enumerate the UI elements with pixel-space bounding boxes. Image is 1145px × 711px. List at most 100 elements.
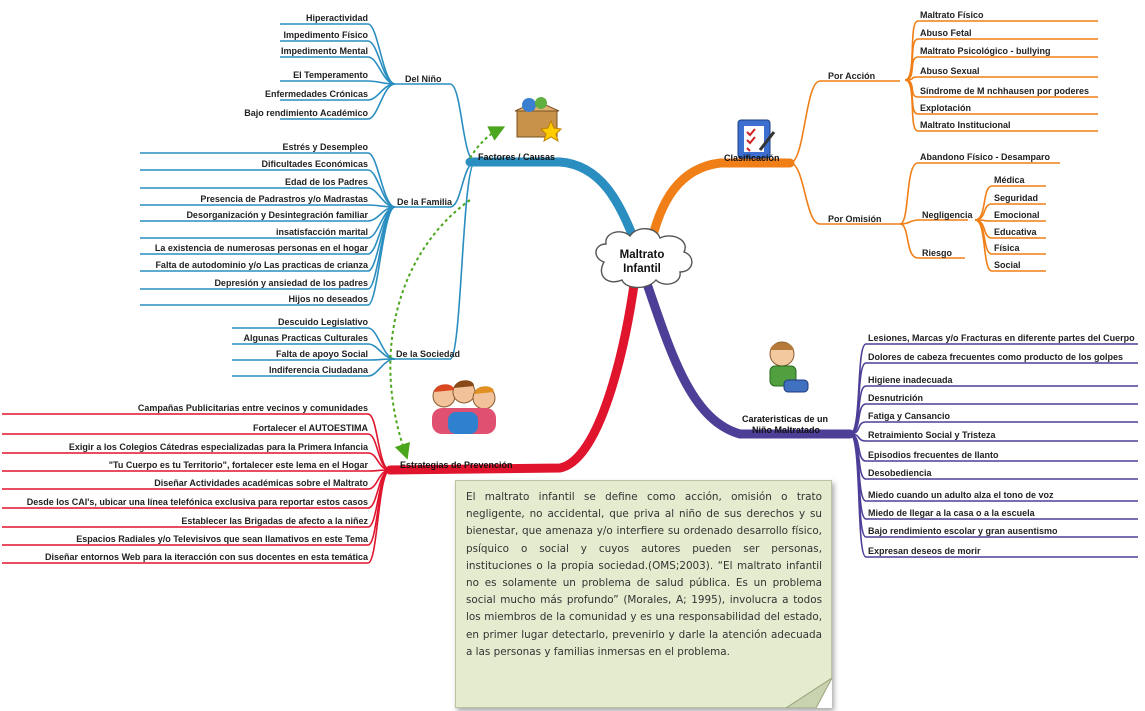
children-group-icon bbox=[432, 380, 496, 434]
leaf-estrategias-2[interactable]: Exigir a los Colegios Cátedras especiali… bbox=[68, 442, 368, 452]
leaf-caracteristicas-6[interactable]: Episodios frecuentes de llanto bbox=[868, 450, 999, 460]
leaf-familia-4[interactable]: Desorganización y Desintegración familia… bbox=[186, 210, 368, 220]
caracteristicas-connectors bbox=[849, 343, 1138, 558]
omision-negligencia-connector bbox=[899, 219, 968, 225]
leaf-del-nino-connector-5 bbox=[280, 83, 396, 120]
leaf-sociedad-connector-3 bbox=[232, 358, 396, 377]
leaf-familia-2[interactable]: Edad de los Padres bbox=[284, 177, 368, 187]
leaf-familia-3[interactable]: Presencia de Padrastros y/o Madrastas bbox=[200, 194, 368, 204]
branch-estrategias-main bbox=[385, 273, 640, 475]
leaf-estrategias-4[interactable]: Diseñar Actividades académicas sobre el … bbox=[154, 478, 368, 488]
sad-child-icon bbox=[769, 341, 809, 393]
leaf-sociedad-2[interactable]: Falta de apoyo Social bbox=[275, 349, 368, 359]
leaf-familia-6[interactable]: La existencia de numerosas personas en e… bbox=[154, 243, 368, 253]
leaf-caracteristicas-2[interactable]: Higiene inadecuada bbox=[868, 375, 953, 385]
leaf-negligencia-5[interactable]: Social bbox=[994, 260, 1021, 270]
leaf-familia-0[interactable]: Estrés y Desempleo bbox=[282, 142, 368, 152]
note-folded-corner bbox=[786, 678, 832, 708]
leaf-del-nino-connector-2 bbox=[280, 56, 396, 85]
leaf-caracteristicas-0[interactable]: Lesiones, Marcas y/o Fracturas en difere… bbox=[868, 333, 1135, 343]
leaf-caracteristicas-3[interactable]: Desnutrición bbox=[868, 393, 924, 403]
category-caracteristicas-line1[interactable]: Carateristicas de un bbox=[742, 414, 829, 424]
checklist-icon bbox=[737, 119, 776, 159]
leaf-negligencia-0[interactable]: Médica bbox=[994, 175, 1025, 185]
causes-connectors bbox=[140, 23, 476, 377]
treasure-box-icon bbox=[514, 97, 563, 143]
category-estrategias[interactable]: Estrategias de Prevención bbox=[400, 460, 513, 470]
leaf-caracteristicas-1[interactable]: Dolores de cabeza frecuentes como produc… bbox=[868, 352, 1124, 362]
leaf-sociedad-3[interactable]: Indiferencia Ciudadana bbox=[268, 365, 368, 375]
leaf-estrategias-7[interactable]: Espacios Radiales y/o Televisivos que se… bbox=[76, 534, 368, 544]
hub-omision-connector bbox=[789, 162, 900, 225]
leaf-caracteristicas-8[interactable]: Miedo cuando un adulto alza el tono de v… bbox=[868, 490, 1054, 500]
leaf-negligencia-2[interactable]: Emocional bbox=[994, 210, 1040, 220]
leaf-familia-1[interactable]: Dificultades Económicas bbox=[261, 159, 368, 169]
leaf-del-nino-5[interactable]: Bajo rendimiento Académico bbox=[244, 108, 368, 118]
subcategory-por-omision[interactable]: Por Omisión bbox=[828, 214, 882, 224]
clasificacion-connectors bbox=[789, 20, 1098, 272]
leaf-caracteristicas-10[interactable]: Bajo rendimiento escolar y gran ausentis… bbox=[868, 526, 1058, 536]
category-factores-causas[interactable]: Factores / Causas bbox=[478, 152, 556, 162]
leaf-del-nino-4[interactable]: Enfermedades Crónicas bbox=[264, 89, 368, 99]
omision-abandono[interactable]: Abandono Físico - Desamparo bbox=[920, 152, 1051, 162]
hub-accion-connector bbox=[789, 80, 900, 164]
leaf-accion-0[interactable]: Maltrato Físico bbox=[920, 10, 984, 20]
leaf-accion-connector-3 bbox=[904, 76, 1098, 81]
leaf-negligencia-connector-5 bbox=[974, 219, 1046, 272]
omision-negligencia[interactable]: Negligencia bbox=[922, 210, 973, 220]
category-clasificacion[interactable]: Clasificación bbox=[724, 153, 780, 163]
leaf-negligencia-1[interactable]: Seguridad bbox=[994, 193, 1039, 203]
subcategory-del-nino[interactable]: Del Niño bbox=[405, 74, 442, 84]
leaf-caracteristicas-11[interactable]: Expresan deseos de morir bbox=[868, 546, 981, 556]
leaf-sociedad-0[interactable]: Descuido Legislativo bbox=[277, 317, 368, 327]
leaf-caracteristicas-connector-11 bbox=[849, 433, 1138, 558]
leaf-estrategias-6[interactable]: Establecer las Brigadas de afecto a la n… bbox=[181, 516, 368, 526]
hub-familia-connector bbox=[395, 161, 476, 208]
branch-caracteristicas-main bbox=[640, 273, 855, 439]
subcategory-de-la-sociedad[interactable]: De la Sociedad bbox=[396, 349, 461, 359]
leaf-familia-5[interactable]: insatisfacción marital bbox=[275, 227, 368, 237]
leaf-caracteristicas-4[interactable]: Fatiga y Cansancio bbox=[868, 411, 951, 421]
leaf-estrategias-0[interactable]: Campañas Publicitarias entre vecinos y c… bbox=[137, 403, 368, 413]
leaf-familia-connector-9 bbox=[140, 206, 396, 306]
leaf-accion-connector-6 bbox=[904, 79, 1098, 132]
leaf-sociedad-1[interactable]: Algunas Practicas Culturales bbox=[243, 333, 368, 343]
hub-del-nino-connector bbox=[395, 83, 476, 163]
leaf-negligencia-3[interactable]: Educativa bbox=[994, 227, 1037, 237]
leaf-familia-8[interactable]: Depresión y ansiedad de los padres bbox=[214, 278, 368, 288]
omision-riesgo[interactable]: Riesgo bbox=[922, 248, 953, 258]
leaf-del-nino-3[interactable]: El Temperamento bbox=[293, 70, 368, 80]
branch-causes-main bbox=[465, 157, 643, 255]
leaf-estrategias-connector-8 bbox=[2, 469, 391, 564]
leaf-del-nino-0[interactable]: Hiperactividad bbox=[305, 13, 368, 23]
hub-sociedad-connector bbox=[395, 161, 476, 360]
leaf-accion-3[interactable]: Abuso Sexual bbox=[920, 66, 980, 76]
central-topic[interactable]: Maltrato Infantil bbox=[600, 248, 684, 276]
leaf-accion-2[interactable]: Maltrato Psicológico - bullying bbox=[920, 46, 1051, 56]
leaf-familia-7[interactable]: Falta de autodominio y/o Las practicas d… bbox=[155, 260, 368, 270]
subcategory-de-la-familia[interactable]: De la Familia bbox=[397, 197, 453, 207]
leaf-estrategias-5[interactable]: Desde los CAI's, ubicar una línea telefó… bbox=[26, 497, 368, 507]
leaf-accion-1[interactable]: Abuso Fetal bbox=[920, 28, 972, 38]
subcategory-por-accion[interactable]: Por Acción bbox=[828, 71, 876, 81]
leaf-caracteristicas-7[interactable]: Desobediencia bbox=[868, 468, 932, 478]
leaf-estrategias-3[interactable]: "Tu Cuerpo es tu Territorio", fortalecer… bbox=[108, 460, 368, 470]
leaf-del-nino-1[interactable]: Impedimento Físico bbox=[283, 30, 368, 40]
leaf-del-nino-2[interactable]: Impedimento Mental bbox=[280, 46, 368, 56]
leaf-estrategias-8[interactable]: Diseñar entornos Web para la iteracción … bbox=[45, 552, 368, 562]
central-topic-line1: Maltrato bbox=[619, 249, 665, 261]
omision-abandono-connector bbox=[899, 162, 1060, 225]
category-caracteristicas-line2[interactable]: Niño Maltratado bbox=[752, 425, 821, 435]
leaf-accion-6[interactable]: Maltrato Institucional bbox=[920, 120, 1011, 130]
omision-riesgo-connector bbox=[899, 223, 965, 259]
leaf-caracteristicas-5[interactable]: Retraimiento Social y Tristeza bbox=[868, 430, 996, 440]
leaf-accion-5[interactable]: Explotación bbox=[920, 103, 972, 113]
leaf-estrategias-1[interactable]: Fortalecer el AUTOESTIMA bbox=[252, 423, 368, 433]
leaf-caracteristicas-9[interactable]: Miedo de llegar a la casa o a la escuela bbox=[868, 508, 1035, 518]
leaf-del-nino-connector-3 bbox=[280, 80, 396, 85]
leaf-familia-9[interactable]: Hijos no deseados bbox=[288, 294, 368, 304]
leaf-negligencia-4[interactable]: Física bbox=[994, 243, 1020, 253]
leaf-familia-connector-3 bbox=[140, 204, 396, 208]
leaf-accion-4[interactable]: Síndrome de M nchhausen por poderes bbox=[920, 86, 1090, 96]
